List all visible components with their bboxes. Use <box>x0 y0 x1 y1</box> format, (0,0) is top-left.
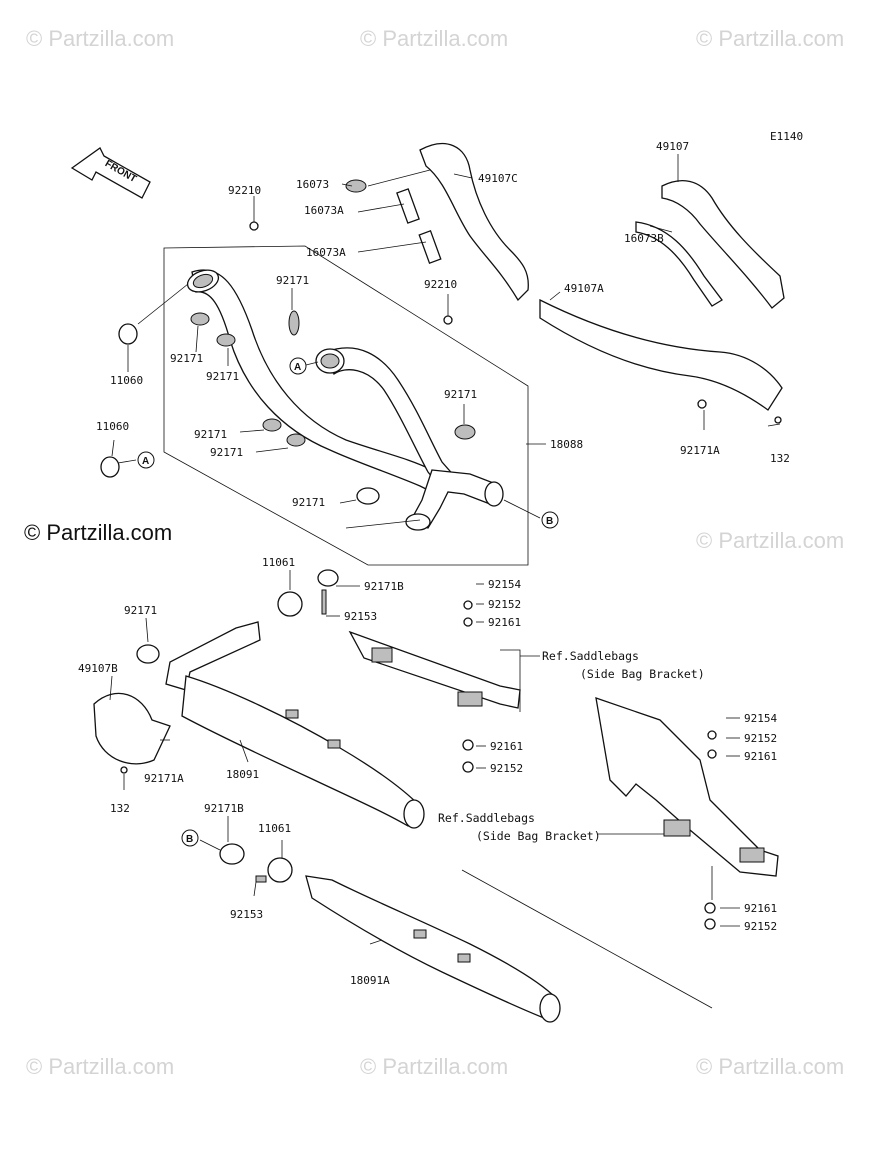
part-label: 92171 <box>170 352 203 365</box>
part-labels: 92210 16073 49107C 16073A 16073A 49107 1… <box>78 140 790 987</box>
muffler-lower <box>219 843 561 1023</box>
part-label: 92171 <box>124 604 157 617</box>
part-label: 92161 <box>744 750 777 763</box>
watermark: © Partzilla.com <box>360 1054 508 1079</box>
part-label: 92171A <box>680 444 720 457</box>
ref-note: (Side Bag Bracket) <box>580 667 705 681</box>
part-label: 92171 <box>292 496 325 509</box>
part-label: 132 <box>110 802 130 815</box>
part-label: 132 <box>770 452 790 465</box>
muffler-upper <box>93 569 425 829</box>
part-label: 92153 <box>230 908 263 921</box>
part-label: 18088 <box>550 438 583 451</box>
circle-tags: A A B B <box>137 357 559 847</box>
part-label: 92152 <box>490 762 523 775</box>
part-label: 16073A <box>306 246 346 259</box>
ref-note: Ref.Saddlebags <box>542 649 639 663</box>
watermark: © Partzilla.com <box>696 26 844 51</box>
part-label: 92171B <box>204 802 244 815</box>
watermark-prominent: © Partzilla.com <box>24 520 172 545</box>
part-label: 49107 <box>656 140 689 153</box>
part-label: 92154 <box>744 712 777 725</box>
leader-lines <box>109 154 781 1009</box>
watermark: © Partzilla.com <box>26 26 174 51</box>
part-label: 92152 <box>744 732 777 745</box>
part-label: 92154 <box>488 578 521 591</box>
part-label: 92161 <box>488 616 521 629</box>
watermark: © Partzilla.com <box>696 528 844 553</box>
part-label: 16073B <box>624 232 664 245</box>
diagram-code: E1140 <box>770 130 803 143</box>
part-label: 18091 <box>226 768 259 781</box>
watermark: © Partzilla.com <box>696 1054 844 1079</box>
part-label: 92152 <box>488 598 521 611</box>
tag-a: A <box>294 362 301 373</box>
part-label: 16073A <box>304 204 344 217</box>
tag-b: B <box>186 834 193 845</box>
part-label: 92171A <box>144 772 184 785</box>
front-arrow-icon: FRONT <box>70 147 151 199</box>
part-label: 16073 <box>296 178 329 191</box>
part-label: 18091A <box>350 974 390 987</box>
part-label: 92153 <box>344 610 377 623</box>
part-label: 92171B <box>364 580 404 593</box>
part-label: 92161 <box>490 740 523 753</box>
exhaust-header-pipe <box>163 245 529 566</box>
part-label: 11060 <box>96 420 129 433</box>
heat-guards <box>345 142 785 424</box>
part-label: 49107A <box>564 282 604 295</box>
part-label: 49107B <box>78 662 118 675</box>
tag-b: B <box>546 516 553 527</box>
gaskets <box>100 221 453 478</box>
part-label: 11061 <box>262 556 295 569</box>
reference-notes: Ref.Saddlebags (Side Bag Bracket) Ref.Sa… <box>438 649 705 843</box>
part-label: 92171 <box>206 370 239 383</box>
part-label: 92210 <box>228 184 261 197</box>
part-label: 92171 <box>276 274 309 287</box>
part-label: 92152 <box>744 920 777 933</box>
watermarks: © Partzilla.com © Partzilla.com © Partzi… <box>24 26 844 1079</box>
watermark: © Partzilla.com <box>360 26 508 51</box>
part-label: 92171 <box>210 446 243 459</box>
watermark: © Partzilla.com <box>26 1054 174 1079</box>
tag-a: A <box>142 456 149 467</box>
saddlebag-brackets <box>348 600 779 930</box>
part-label: 11061 <box>258 822 291 835</box>
part-label: 11060 <box>110 374 143 387</box>
part-label: 92210 <box>424 278 457 291</box>
ref-note: Ref.Saddlebags <box>438 811 535 825</box>
part-label: 92161 <box>744 902 777 915</box>
ref-note: (Side Bag Bracket) <box>476 829 601 843</box>
part-label: 92171 <box>194 428 227 441</box>
part-label: 92171 <box>444 388 477 401</box>
part-label: 49107C <box>478 172 518 185</box>
